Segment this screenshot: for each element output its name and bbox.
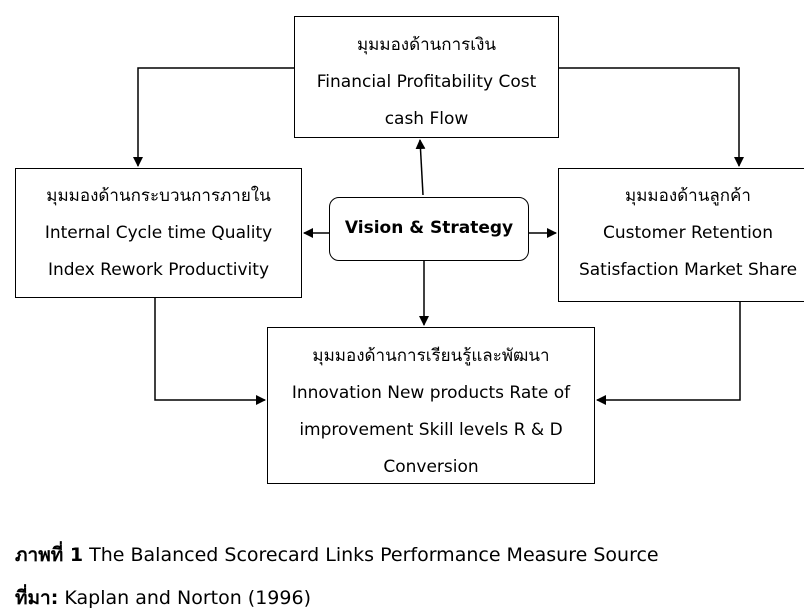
learning-title: มุมมองด้านการเรียนรู้และพัฒนา xyxy=(312,346,550,366)
learning-line-1: Innovation New products Rate of xyxy=(291,383,571,403)
figure-caption: ภาพที่ 1 The Balanced Scorecard Links Pe… xyxy=(15,540,659,570)
customer-title: มุมมองด้านลูกค้า xyxy=(625,186,751,206)
arrow-customer-to-learning xyxy=(596,302,741,405)
arrow-vision-to-financial xyxy=(415,139,426,196)
arrow-internal-to-learning xyxy=(154,298,266,405)
financial-perspective-box: มุมมองด้านการเงิน Financial Profitabilit… xyxy=(294,16,559,138)
internal-line-1: Internal Cycle time Quality xyxy=(44,223,273,243)
source-label: ที่มา: xyxy=(15,587,59,609)
internal-line-2: Index Rework Productivity xyxy=(47,260,270,280)
financial-line-1: Financial Profitability Cost xyxy=(316,72,537,92)
figure-label: ภาพที่ 1 xyxy=(15,544,84,566)
internal-title: มุมมองด้านกระบวนการภายใน xyxy=(46,186,271,206)
customer-line-1: Customer Retention xyxy=(603,223,773,243)
figure-text: The Balanced Scorecard Links Performance… xyxy=(89,544,659,566)
learning-growth-perspective-box: มุมมองด้านการเรียนรู้และพัฒนา Innovation… xyxy=(267,327,595,484)
arrow-financial-to-customer xyxy=(559,67,744,167)
internal-process-perspective-box: มุมมองด้านกระบวนการภายใน Internal Cycle … xyxy=(15,168,302,298)
learning-line-2: improvement Skill levels R & D xyxy=(299,420,563,440)
learning-line-3: Conversion xyxy=(383,457,479,477)
source-caption: ที่มา: Kaplan and Norton (1996) xyxy=(15,583,311,613)
source-text: Kaplan and Norton (1996) xyxy=(64,587,311,609)
financial-title: มุมมองด้านการเงิน xyxy=(356,35,497,55)
vision-strategy-box: Vision & Strategy xyxy=(329,197,529,261)
customer-perspective-box: มุมมองด้านลูกค้า Customer Retention Sati… xyxy=(558,168,804,302)
arrow-financial-to-internal xyxy=(133,67,294,167)
vision-label: Vision & Strategy xyxy=(344,218,514,238)
customer-line-2: Satisfaction Market Share xyxy=(578,260,798,280)
financial-line-2: cash Flow xyxy=(384,109,469,129)
